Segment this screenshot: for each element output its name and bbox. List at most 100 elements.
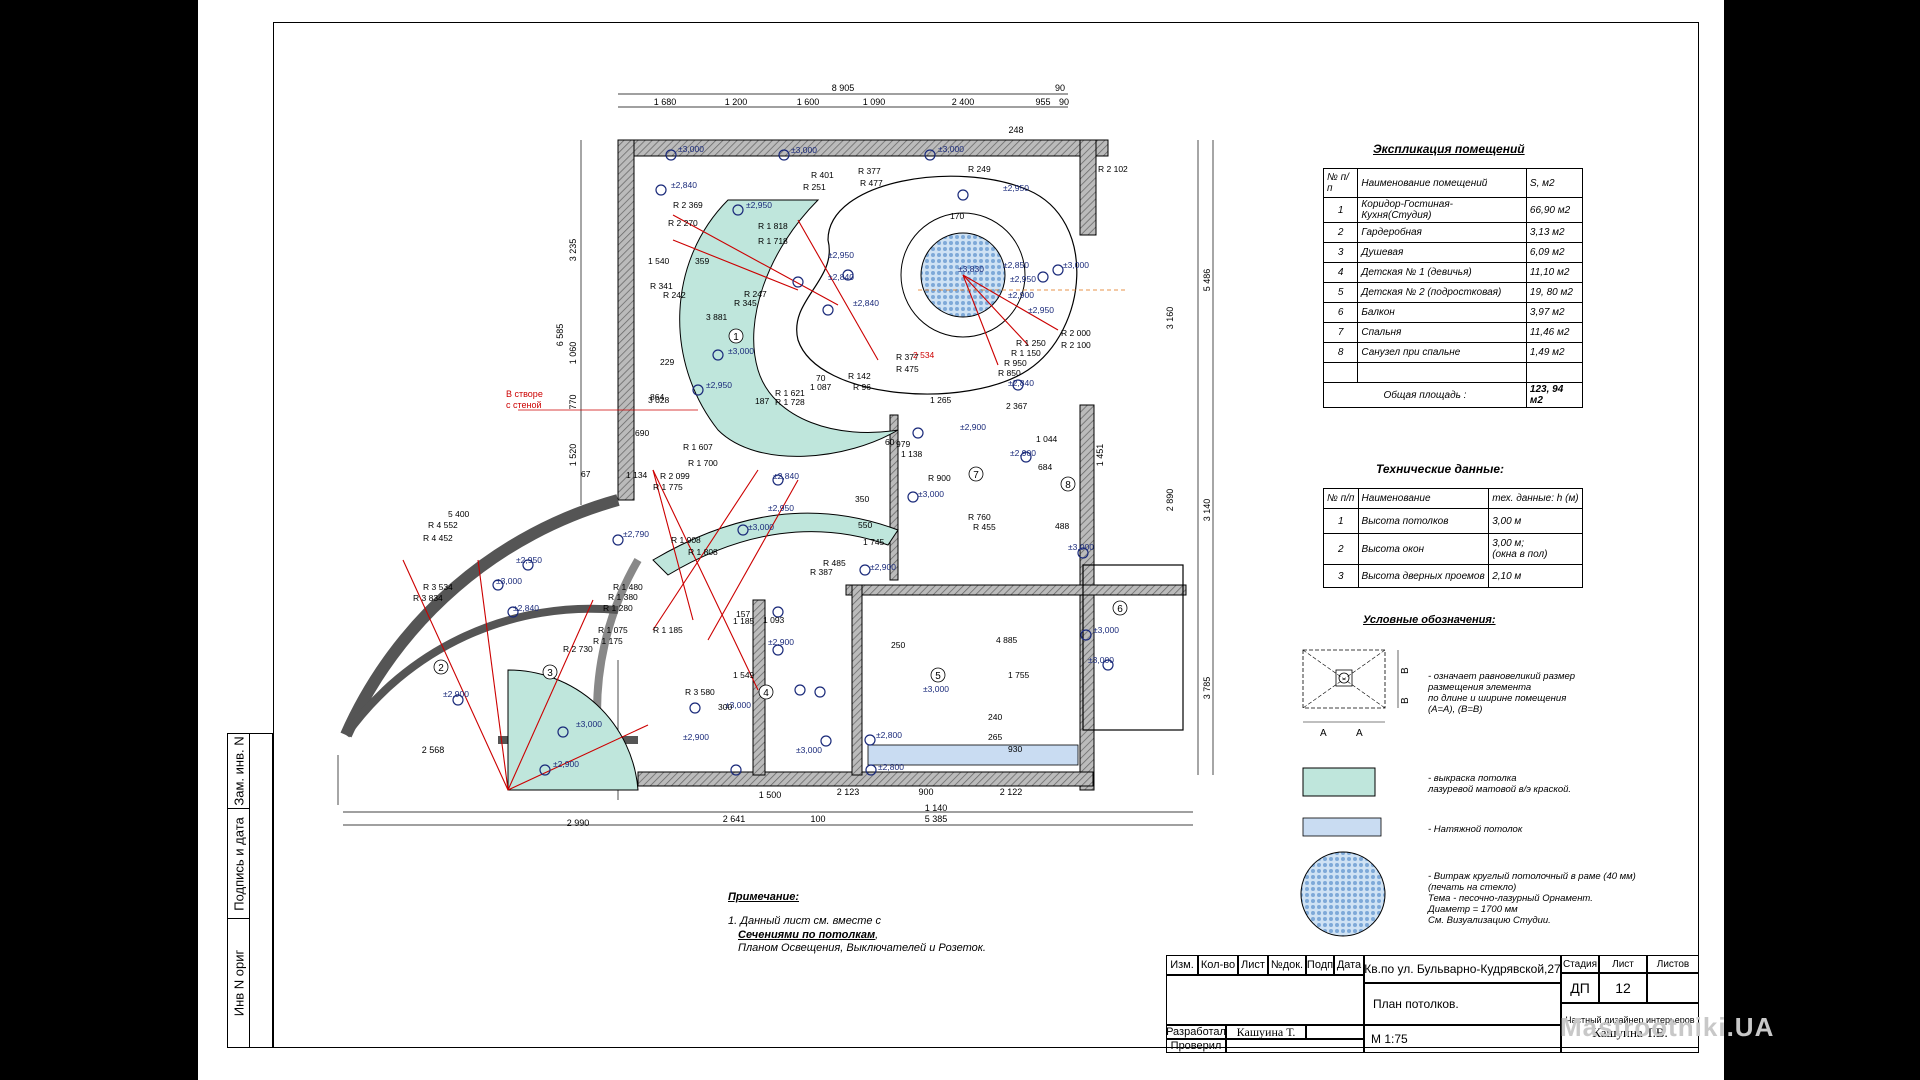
cell: Санузел при спальне [1357,342,1527,363]
svg-text:±2,950: ±2,950 [516,555,542,565]
svg-text:5: 5 [935,671,941,682]
svg-text:100: 100 [810,814,825,824]
svg-text:1 093: 1 093 [763,615,785,625]
svg-text:1 185: 1 185 [733,616,755,626]
tech-header: № п/п [1323,488,1359,509]
note-line2-wrap: Сечениями по потолкам, [738,929,878,942]
cell: 11,10 м2 [1525,262,1584,283]
stamp-stage-h: Стадия [1561,955,1599,973]
legend-text-dims: - означает равновеликий размер размещени… [1428,671,1576,715]
svg-text:±2,950: ±2,950 [746,200,772,210]
room-numbers: 1 2 3 4 5 6 7 8 [433,328,1128,700]
explication-header: № п/п [1322,168,1359,198]
misc-dimensions: 3 881 1 540 359 229 864 3 028 690 1 134 … [581,211,1069,754]
cell: Детская № 2 (подростковая) [1357,282,1527,303]
svg-text:R 485: R 485 [823,558,846,568]
left-dimensions: 3 235 6 585 1 060 1 520 770 [555,239,578,467]
svg-text:2: 2 [438,663,444,674]
cell: 1 [1322,197,1359,223]
svg-text:930: 930 [1008,744,1022,754]
svg-text:R 900: R 900 [928,473,951,483]
svg-text:2 641: 2 641 [723,814,746,824]
svg-text:±3,000: ±3,000 [748,522,774,532]
svg-text:±2,840: ±2,840 [1008,378,1034,388]
cell: 4 [1322,262,1359,283]
svg-text:3 028: 3 028 [648,395,670,405]
svg-text:±2,950: ±2,950 [1010,274,1036,284]
svg-text:R 2 102: R 2 102 [1098,164,1128,174]
svg-text:R 401: R 401 [811,170,834,180]
svg-text:±3,000: ±3,000 [1088,655,1114,665]
stamp-title: План потолков. [1364,983,1561,1025]
cell: 11,46 м2 [1525,322,1584,343]
explication-header: Наименование помещений [1357,168,1527,198]
svg-text:±2,900: ±2,900 [683,732,709,742]
svg-text:3 160: 3 160 [1165,307,1175,330]
svg-text:979: 979 [896,439,910,449]
svg-text:1 060: 1 060 [568,342,578,365]
svg-text:±3,000: ±3,000 [796,745,822,755]
svg-text:350: 350 [855,494,869,504]
stamp-sheet-h: Лист [1599,955,1647,973]
cell: Высота потолков [1357,508,1490,534]
stamp-dev-name: Кашуина Т. [1226,1025,1306,1039]
svg-text:±2,950: ±2,950 [706,380,732,390]
svg-text:±3,000: ±3,000 [918,489,944,499]
cell: Гардеробная [1357,222,1527,243]
stamp-dev-label: Разработал [1166,1025,1226,1039]
cell: 7 [1322,322,1359,343]
svg-text:R 1 700: R 1 700 [688,458,718,468]
svg-text:1 540: 1 540 [648,256,670,266]
svg-text:2 367: 2 367 [1006,401,1028,411]
svg-text:±2,900: ±2,900 [768,637,794,647]
cell: Балкон [1357,302,1527,323]
svg-text:±2,800: ±2,800 [878,762,904,772]
title-block: Изм. Кол-во Лист №док. Подп Дата Разрабо… [1166,955,1699,1053]
svg-text:R 4 452: R 4 452 [423,533,453,543]
cell: 19, 80 м2 [1525,282,1584,303]
svg-text:±2,900: ±2,900 [960,422,986,432]
cell: Душевая [1357,242,1527,263]
svg-text:R 455: R 455 [973,522,996,532]
svg-text:±2,900: ±2,900 [1008,290,1034,300]
svg-text:R 142: R 142 [848,371,871,381]
cell: Спальня [1357,322,1527,343]
svg-text:±2,900: ±2,900 [1010,448,1036,458]
svg-text:900: 900 [918,787,933,797]
svg-text:300: 300 [718,702,732,712]
cell: 3 [1323,564,1359,588]
svg-text:R 2 000: R 2 000 [1061,328,1091,338]
svg-text:6 585: 6 585 [555,324,565,347]
svg-text:1 265: 1 265 [930,395,952,405]
cell: Коридор-Гостиная-Кухня(Студия) [1357,197,1527,223]
svg-text:±3,000: ±3,000 [725,700,751,710]
svg-text:±3,000: ±3,000 [923,684,949,694]
stamp-designer-name: Кашуина Т.В. [1592,1025,1668,1040]
svg-text:R 1 075: R 1 075 [598,625,628,635]
svg-text:R 96: R 96 [853,382,871,392]
svg-text:265: 265 [988,732,1002,742]
svg-text:684: 684 [1038,462,1052,472]
svg-text:R 341: R 341 [650,281,673,291]
tech-header: Наименование [1357,488,1490,509]
svg-text:90: 90 [1055,83,1065,93]
svg-text:R 1 185: R 1 185 [653,625,683,635]
svg-text:±3,000: ±3,000 [938,144,964,154]
svg-text:R 3 834: R 3 834 [413,593,443,603]
stretch-ceiling-zone [867,744,1079,766]
svg-text:2 400: 2 400 [952,97,975,107]
svg-text:5 400: 5 400 [448,509,470,519]
light-fixtures [452,149,1114,776]
stamp-stage: ДП [1561,973,1599,1003]
svg-text:±2,840: ±2,840 [773,471,799,481]
svg-text:R 1 380: R 1 380 [608,592,638,602]
svg-text:R 1 775: R 1 775 [653,482,683,492]
svg-text:±2,840: ±2,840 [828,272,854,282]
